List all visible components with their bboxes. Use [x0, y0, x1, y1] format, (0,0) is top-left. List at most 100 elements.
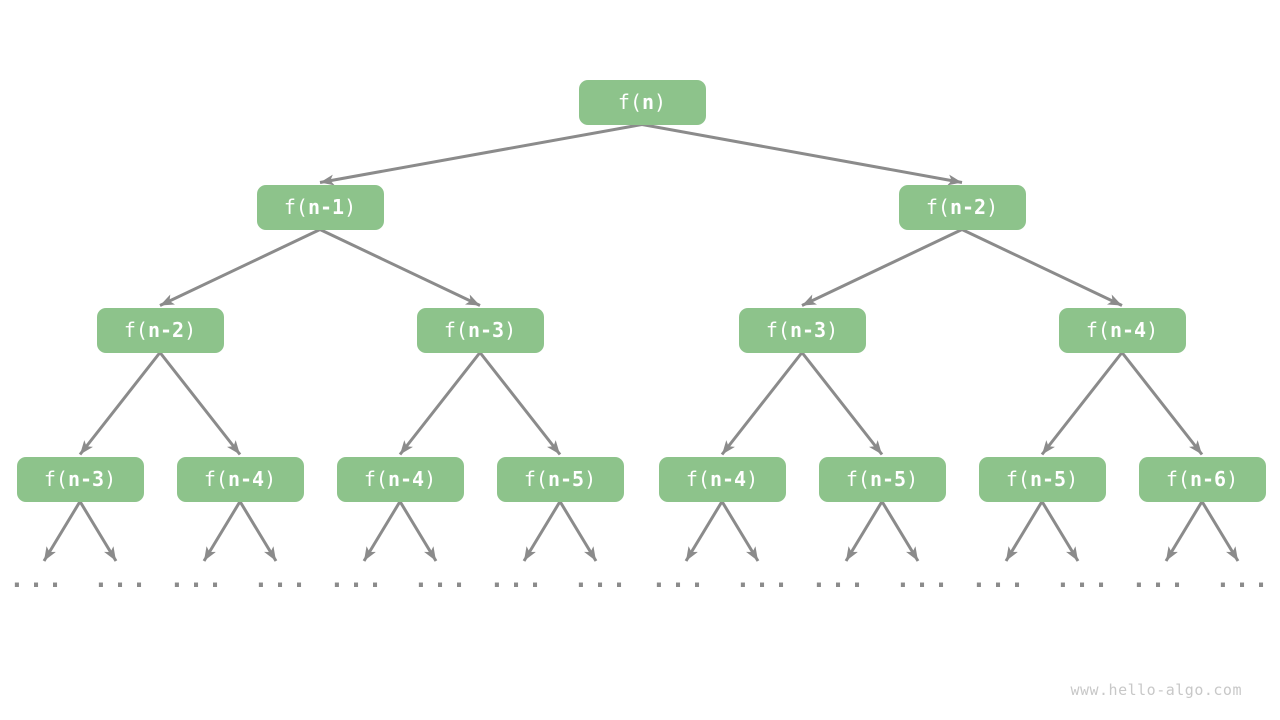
- node-label-prefix: f(: [1165, 467, 1190, 491]
- tree-node-n0: f(n): [578, 79, 706, 125]
- edge-arrow: [801, 228, 963, 307]
- edge-arrow: [1040, 351, 1124, 456]
- node-label-argument: n-1: [307, 195, 345, 219]
- node-label-prefix: f(: [443, 318, 468, 342]
- node-label-prefix: f(: [617, 90, 642, 114]
- ellipsis-leaf: ...: [1055, 564, 1113, 593]
- tree-node-n9: f(n-4): [336, 456, 464, 502]
- node-label-prefix: f(: [203, 467, 228, 491]
- ellipsis-leaf: ...: [971, 564, 1029, 593]
- edge-arrow: [398, 351, 482, 456]
- node-label-argument: n-5: [1029, 467, 1067, 491]
- ellipsis-leaf: ...: [93, 564, 151, 593]
- ellipsis-leaf: ...: [253, 564, 311, 593]
- ellipsis-leaf: ...: [651, 564, 709, 593]
- edge-arrow: [202, 500, 242, 562]
- edge-arrow: [641, 123, 963, 186]
- node-label-suffix: ): [906, 467, 919, 491]
- edge-arrow: [800, 351, 884, 456]
- edge-arrow: [880, 500, 920, 562]
- edge-arrow: [78, 500, 118, 562]
- tree-node-n1: f(n-1): [256, 184, 384, 230]
- edge-arrow: [720, 351, 804, 456]
- edge-arrow: [78, 351, 162, 456]
- ellipsis-leaf: ...: [9, 564, 67, 593]
- ellipsis-leaf: ...: [1131, 564, 1189, 593]
- edge-arrow: [961, 228, 1123, 307]
- watermark-text: www.hello-algo.com: [1070, 681, 1242, 699]
- edge-arrow: [1004, 500, 1044, 562]
- edge-arrow: [1120, 351, 1204, 456]
- edge-arrow: [42, 500, 82, 562]
- ellipsis-leaf: ...: [169, 564, 227, 593]
- node-label-argument: n: [642, 90, 655, 114]
- tree-node-n2: f(n-2): [898, 184, 1026, 230]
- edge-arrow: [398, 500, 438, 562]
- node-label-prefix: f(: [1005, 467, 1030, 491]
- tree-node-n10: f(n-5): [496, 456, 624, 502]
- node-label-prefix: f(: [523, 467, 548, 491]
- edge-arrow: [1200, 500, 1240, 562]
- edge-arrow: [522, 500, 562, 562]
- ellipsis-leaf: ...: [1215, 564, 1273, 593]
- tree-node-n12: f(n-5): [818, 456, 946, 502]
- edge-arrow: [1164, 500, 1204, 562]
- node-label-argument: n-6: [1189, 467, 1227, 491]
- ellipsis-leaf: ...: [895, 564, 953, 593]
- node-label-suffix: ): [826, 318, 839, 342]
- tree-node-n14: f(n-6): [1138, 456, 1266, 502]
- node-label-prefix: f(: [43, 467, 68, 491]
- edge-arrow: [362, 500, 402, 562]
- edge-arrow: [558, 500, 598, 562]
- tree-node-n4: f(n-3): [416, 307, 544, 353]
- tree-node-n11: f(n-4): [658, 456, 786, 502]
- node-label-prefix: f(: [1085, 318, 1110, 342]
- node-label-prefix: f(: [845, 467, 870, 491]
- node-label-argument: n-5: [547, 467, 585, 491]
- node-label-prefix: f(: [283, 195, 308, 219]
- node-label-suffix: ): [1066, 467, 1079, 491]
- node-label-suffix: ): [424, 467, 437, 491]
- node-label-suffix: ): [1226, 467, 1239, 491]
- node-label-prefix: f(: [685, 467, 710, 491]
- ellipsis-leaf: ...: [573, 564, 631, 593]
- edge-arrow: [238, 500, 278, 562]
- node-label-suffix: ): [504, 318, 517, 342]
- node-label-prefix: f(: [925, 195, 950, 219]
- node-label-argument: n-4: [227, 467, 265, 491]
- edge-arrow: [1040, 500, 1080, 562]
- node-label-suffix: ): [986, 195, 999, 219]
- edge-arrow: [319, 123, 643, 186]
- node-label-suffix: ): [264, 467, 277, 491]
- node-label-argument: n-3: [67, 467, 105, 491]
- node-label-argument: n-5: [869, 467, 907, 491]
- tree-node-n6: f(n-4): [1058, 307, 1186, 353]
- node-label-suffix: ): [1146, 318, 1159, 342]
- node-label-argument: n-2: [147, 318, 185, 342]
- edge-arrow: [720, 500, 760, 562]
- node-label-prefix: f(: [765, 318, 790, 342]
- node-label-prefix: f(: [363, 467, 388, 491]
- edge-arrow: [159, 228, 321, 307]
- edge-arrow: [478, 351, 562, 456]
- edge-arrow: [844, 500, 884, 562]
- node-label-argument: n-2: [949, 195, 987, 219]
- edge-arrow: [319, 228, 481, 307]
- node-label-suffix: ): [104, 467, 117, 491]
- ellipsis-leaf: ...: [489, 564, 547, 593]
- node-label-argument: n-3: [789, 318, 827, 342]
- edge-arrow: [684, 500, 724, 562]
- node-label-suffix: ): [184, 318, 197, 342]
- tree-node-n13: f(n-5): [978, 456, 1106, 502]
- node-label-argument: n-4: [387, 467, 425, 491]
- node-label-suffix: ): [344, 195, 357, 219]
- node-label-suffix: ): [654, 90, 667, 114]
- tree-node-n3: f(n-2): [96, 307, 224, 353]
- ellipsis-leaf: ...: [735, 564, 793, 593]
- tree-node-n7: f(n-3): [16, 456, 144, 502]
- node-label-suffix: ): [584, 467, 597, 491]
- ellipsis-leaf: ...: [811, 564, 869, 593]
- node-label-suffix: ): [746, 467, 759, 491]
